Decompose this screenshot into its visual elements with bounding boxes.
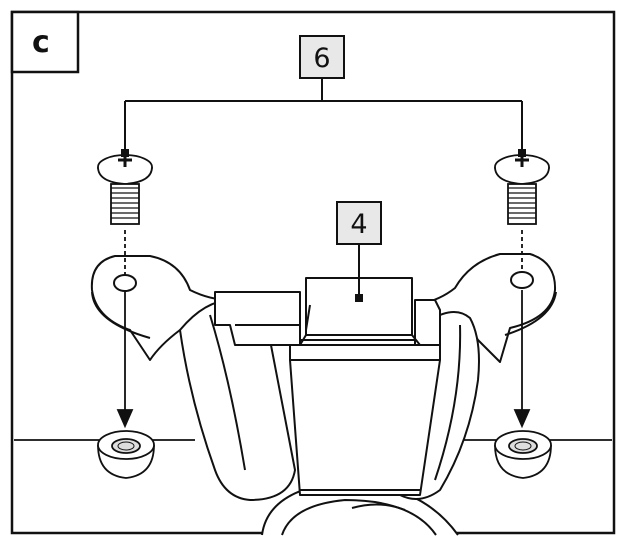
- base-insert-right: [494, 430, 552, 479]
- panel-label: c: [10, 10, 80, 74]
- panel-letter: c: [32, 25, 50, 60]
- assembly-path-right: [513, 230, 531, 429]
- callout-bracket-box: [336, 201, 382, 245]
- callout-screws-endpoint: [518, 149, 526, 157]
- base-insert-left: [97, 430, 155, 479]
- bracket-right-hole: [510, 271, 534, 289]
- callout-screws-box: [299, 35, 345, 79]
- callout-screws-endpoint: [121, 149, 129, 157]
- bracket-part: [90, 253, 557, 501]
- callout-screws: 6: [121, 35, 526, 157]
- callout-bracket-label: 4: [350, 209, 367, 240]
- arrow-down-icon: [116, 409, 134, 429]
- callout-bracket: 4: [336, 201, 382, 302]
- bracket-right-plate: [414, 299, 441, 346]
- callout-screws-leader: [124, 78, 523, 152]
- callout-bracket-endpoint: [355, 294, 363, 302]
- arrow-down-icon: [513, 409, 531, 429]
- screw-right: [494, 153, 550, 225]
- bracket-center-block: [289, 339, 441, 496]
- assembly-path-left: [116, 230, 134, 429]
- panel-label-box: [10, 10, 80, 74]
- bracket-left-plate: [214, 291, 301, 346]
- screw-left: [97, 153, 153, 225]
- bracket-left-hole: [113, 274, 137, 292]
- callout-screws-label: 6: [313, 43, 330, 74]
